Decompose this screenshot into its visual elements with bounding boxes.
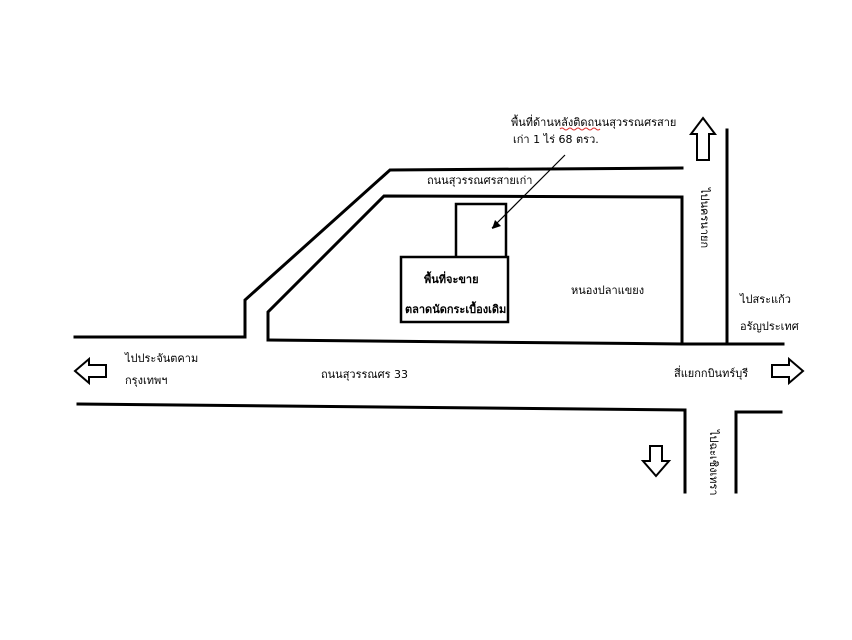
upper-left-road-edge — [73, 166, 684, 339]
old-road-label: ถนนสุวรรณศรสายเก่า — [427, 174, 532, 187]
to-east-label-line2: อรัญประเทศ — [740, 320, 799, 333]
to-west-label-line2: กรุงเทพฯ — [125, 374, 167, 387]
callout-label-line1: พื้นที่ด้านหลังติดถนนสุวรรณศรสาย — [511, 114, 676, 129]
to-north-label: ไปนครนายก — [698, 187, 711, 248]
main-road-south-edge — [76, 402, 687, 494]
north-arrow-icon — [689, 116, 717, 161]
sale-area-label-line1: พื้นที่จะขาย — [424, 271, 479, 286]
to-east-label-line1: ไปสระแก้ว — [739, 293, 791, 306]
main-road-north-edge — [266, 338, 684, 346]
rear-plot-box — [454, 202, 508, 260]
sale-area-box — [399, 255, 510, 324]
old-road-inner-edge — [266, 194, 785, 346]
callout-arrow — [491, 154, 566, 229]
sale-area-label-line2: ตลาดนัดกระเบื้องเดิม — [405, 301, 506, 316]
to-south-label: ไปฉะเชิงเทรา — [707, 429, 720, 496]
callout-label-line2: เก่า 1 ไร่ 68 ตรว. — [513, 133, 599, 146]
east-arrow-icon — [771, 356, 805, 386]
area-name-label: หนองปลาแขยง — [571, 284, 644, 297]
southeast-road-edge — [734, 410, 783, 494]
south-arrow-icon — [640, 445, 672, 478]
junction-label: สี่แยกกบินทร์บุรี — [674, 365, 748, 380]
road-lines — [73, 128, 785, 494]
spellcheck-underline — [559, 127, 601, 131]
to-west-label-line1: ไปประจันตคาม — [124, 352, 198, 365]
main-road-label: ถนนสุวรรณศร 33 — [321, 368, 408, 381]
west-arrow-icon — [73, 356, 107, 386]
